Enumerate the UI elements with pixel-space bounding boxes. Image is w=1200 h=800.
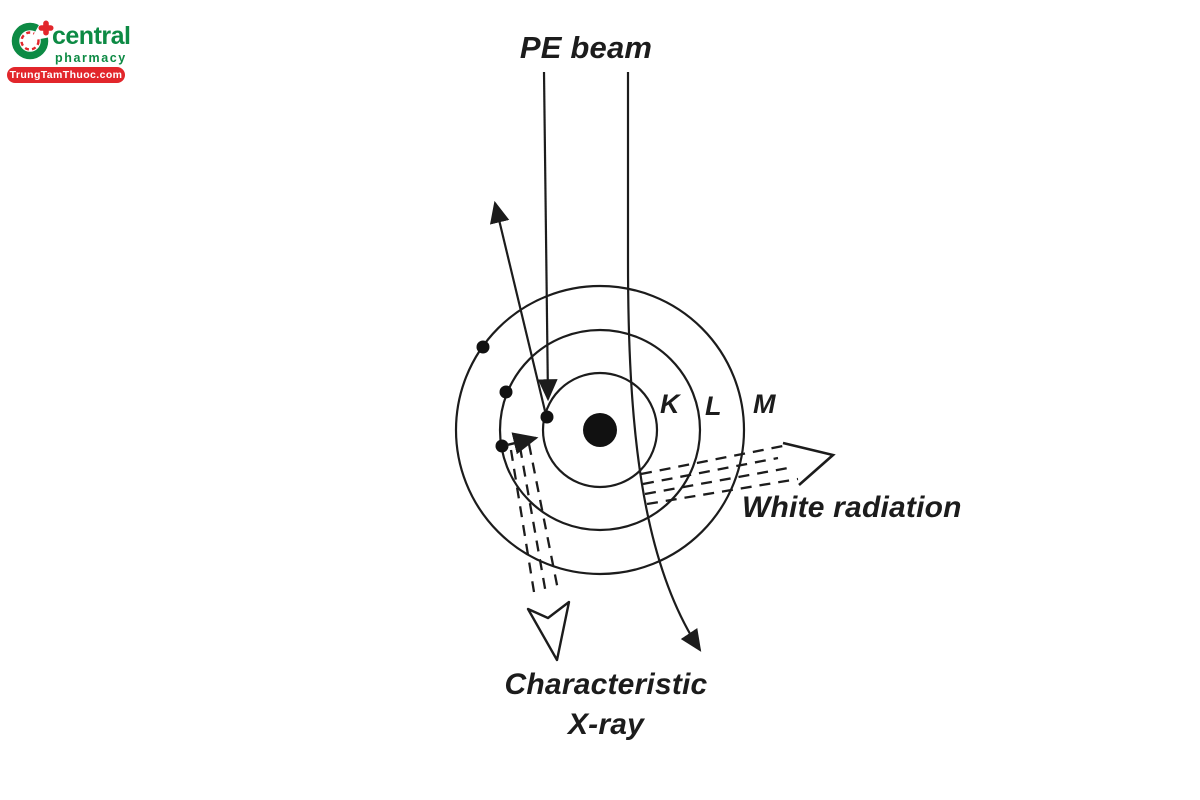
ejected-electron-arrow [490, 200, 547, 412]
central-pharmacy-logo: central pharmacy TrungTamThuoc.com [7, 12, 138, 87]
pe-beam-line-left [537, 71, 558, 402]
white-radiation-ray [640, 444, 784, 476]
electron-dots [476, 340, 554, 453]
white-radiation-ray [644, 466, 789, 496]
white-radiation-dashed-rays [640, 444, 799, 506]
brand-name: central [52, 22, 131, 50]
characteristic-xray-ray [509, 449, 536, 593]
characteristic-xray-label: Characteristic X-ray [456, 665, 756, 745]
characteristic-xray-label-line1: Characteristic [504, 668, 708, 701]
shell-k-circle [541, 371, 659, 489]
white-radiation-arrowhead [782, 441, 836, 486]
white-radiation-ray [646, 477, 799, 506]
characteristic-xray-dashed-rays [509, 443, 560, 595]
central-pharmacy-c-icon [11, 16, 54, 60]
brand-tagline: pharmacy [55, 51, 127, 65]
brand-badge: TrungTamThuoc.com [7, 67, 125, 83]
plus-icon [38, 20, 54, 36]
shell-m-label: M [753, 389, 776, 419]
pe-beam-label: PE beam [519, 30, 653, 65]
white-radiation-label: White radiation [742, 491, 962, 524]
shell-l-circle [498, 328, 702, 532]
white-radiation-ray [642, 456, 779, 486]
electron-dot-m-shell [476, 340, 490, 354]
shell-l-label: L [705, 391, 722, 421]
logo-c-ring [11, 22, 49, 60]
electron-dot-l-shell-lower [495, 439, 509, 453]
pe-beam-deflected-line [626, 72, 702, 652]
characteristic-xray-ray [527, 443, 560, 591]
characteristic-xray-arrowhead [526, 600, 571, 662]
nucleus-dot [583, 413, 617, 447]
characteristic-xray-label-line2: X-ray [567, 708, 645, 741]
l-to-k-transition-arrow [506, 432, 539, 455]
shell-m-circle [454, 284, 746, 576]
electron-dot-l-shell-upper [499, 385, 513, 399]
logo-inner-dashed-arc [20, 31, 40, 51]
shell-k-label: K [660, 389, 680, 419]
characteristic-xray-ray [518, 446, 548, 595]
electron-dot-k-shell [540, 410, 554, 424]
